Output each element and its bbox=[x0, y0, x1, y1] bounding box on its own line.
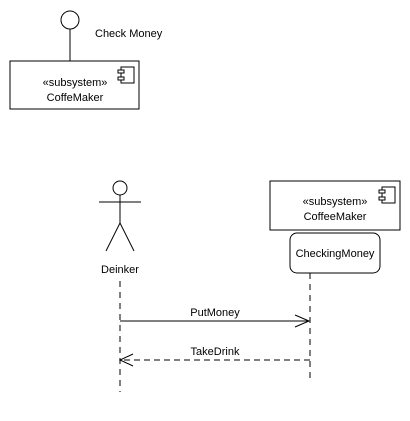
component-box bbox=[269, 180, 401, 231]
open-arrowhead bbox=[294, 314, 311, 328]
component-box bbox=[9, 60, 140, 110]
component-icon bbox=[117, 66, 135, 84]
interface-check-money[interactable]: Check Money bbox=[60, 10, 163, 61]
component-stereotype: «subsystem» bbox=[43, 77, 108, 89]
actor-name: Deinker bbox=[101, 264, 139, 276]
component-name: CoffeeMaker bbox=[304, 211, 367, 223]
subsystem-component-right[interactable]: «subsystem» CoffeeMaker bbox=[269, 180, 401, 231]
subsystem-component-top[interactable]: «subsystem» CoffeMaker bbox=[9, 60, 140, 110]
component-icon bbox=[378, 186, 396, 204]
component-stereotype: «subsystem» bbox=[303, 196, 368, 208]
component-name: CoffeMaker bbox=[47, 92, 104, 104]
actor-head bbox=[112, 180, 128, 196]
actor-right-leg bbox=[119, 222, 135, 252]
actor-deinker[interactable]: Deinker bbox=[99, 180, 141, 276]
message-label: TakeDrink bbox=[191, 346, 240, 358]
activation-box bbox=[289, 232, 381, 274]
activation-checking-money[interactable]: CheckingMoney bbox=[289, 232, 381, 274]
message-put-money[interactable]: PutMoney bbox=[120, 307, 311, 328]
interface-circle bbox=[60, 10, 80, 30]
activation-label: CheckingMoney bbox=[296, 248, 375, 260]
actor-left-leg bbox=[105, 222, 121, 252]
interface-label: Check Money bbox=[95, 28, 163, 40]
message-take-drink[interactable]: TakeDrink bbox=[118, 346, 310, 367]
open-arrowhead bbox=[118, 353, 134, 367]
message-label: PutMoney bbox=[190, 307, 240, 319]
